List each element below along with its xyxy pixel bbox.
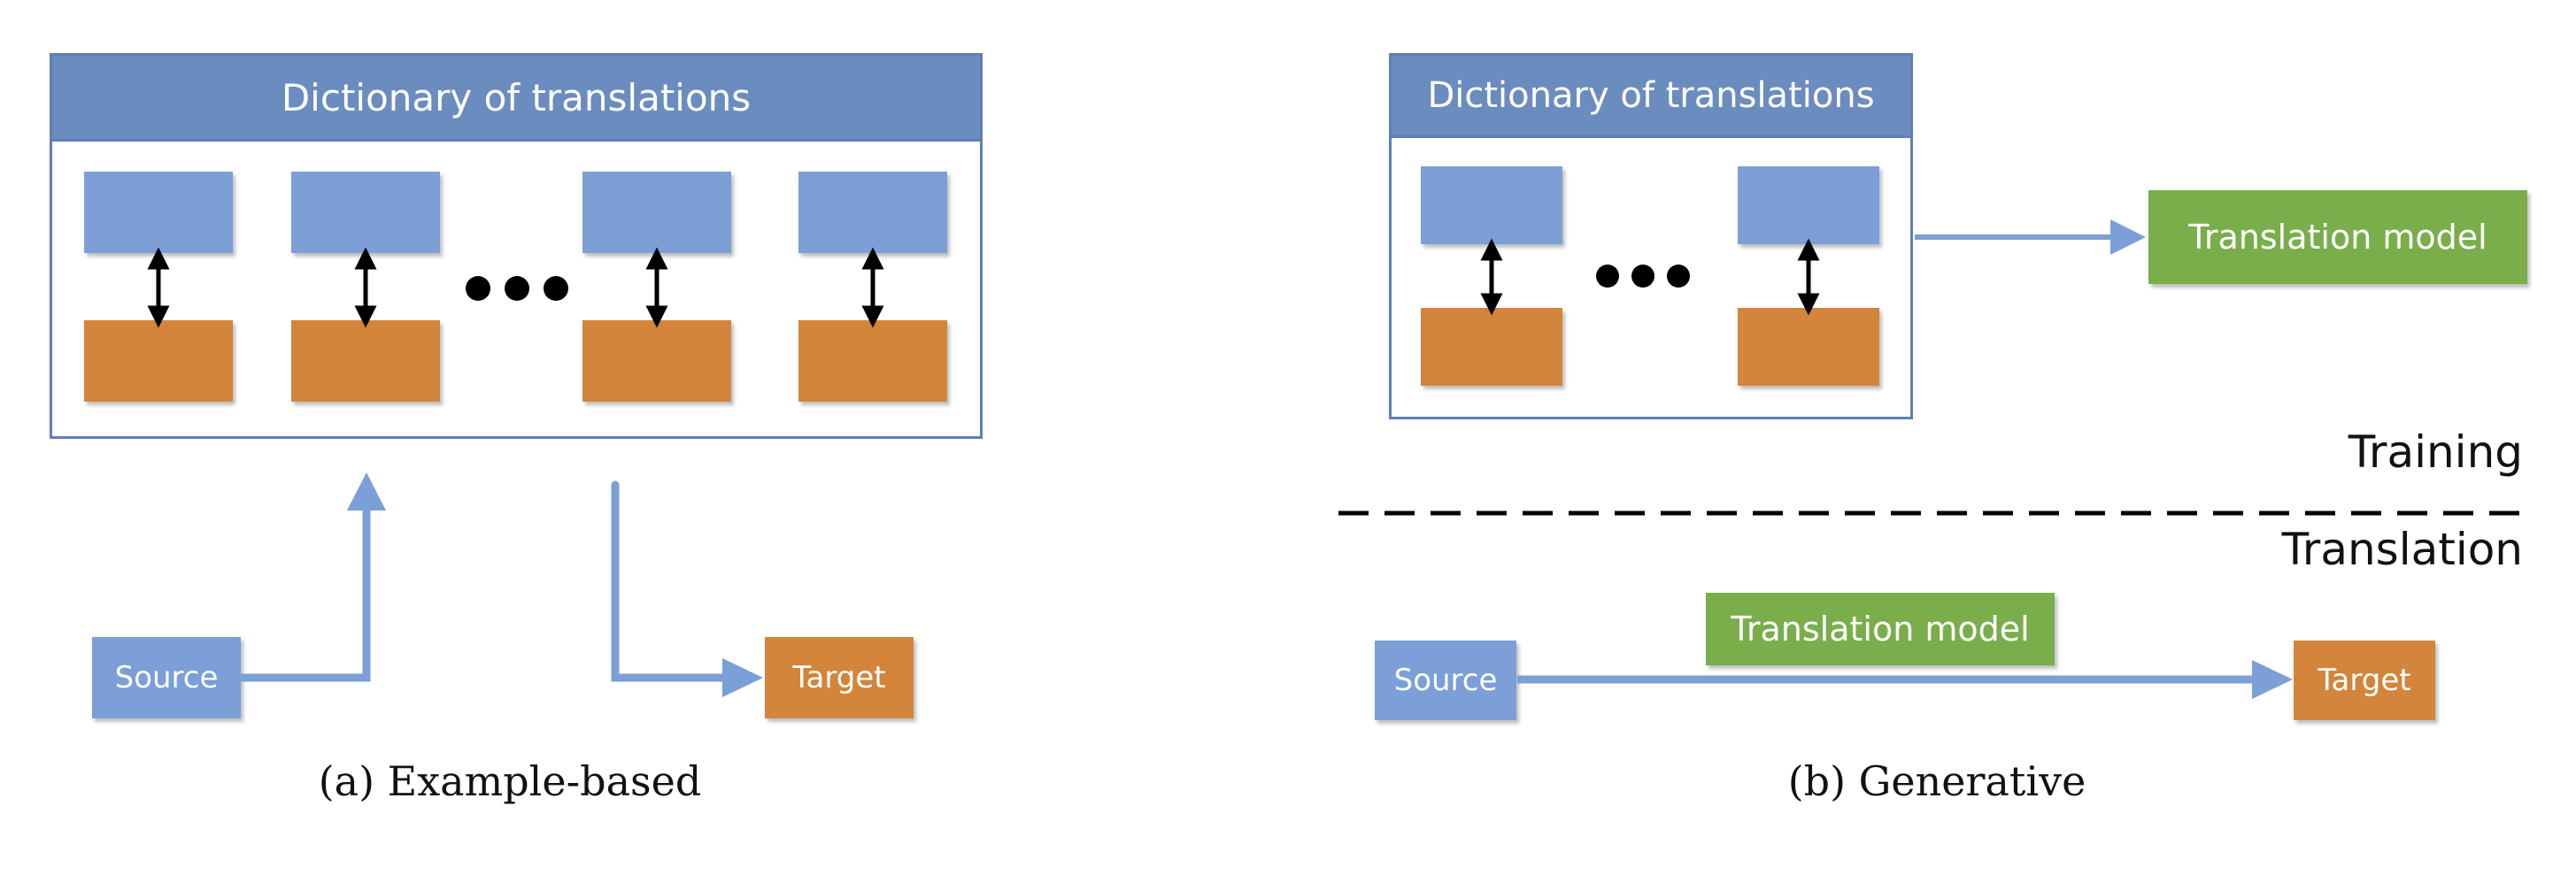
panel-a-entry-1-source [84, 172, 233, 253]
panel-a-entry-4-target [798, 320, 947, 402]
panel-b-entry-2-source [1738, 166, 1879, 244]
panel-b-caption: (b) Generative [1787, 757, 2086, 805]
panel-a-entry-4-source [798, 172, 947, 253]
panel-b-entry-1-source [1421, 166, 1562, 244]
panel-b-translation-label: Translation [2281, 524, 2523, 575]
panel-b-training-label: Training [2348, 426, 2523, 478]
panel-b-translation-arrowhead [2252, 660, 2293, 699]
panel-b-dictionary-title: Dictionary of translations [1392, 56, 1910, 138]
panel-b-training-arrowhead [2110, 219, 2146, 255]
panel-a-dictionary-title: Dictionary of translations [52, 56, 980, 142]
panel-b-entry-2-target [1738, 308, 1879, 386]
panel-b-source-box: Source [1375, 641, 1516, 720]
panel-b-target-box: Target [2294, 641, 2435, 720]
panel-b-translation-model-bottom: Translation model [1706, 593, 2055, 665]
panel-a-right-arrowhead [722, 658, 763, 697]
panel-a-caption: (a) Example-based [318, 757, 702, 805]
panel-a-entry-1-target [84, 320, 233, 402]
panel-a-entry-2-source [291, 172, 440, 253]
panel-a-entry-2-target [291, 320, 440, 402]
panel-b-bidirectional-arrows [1480, 238, 1820, 316]
panel-b-entry-1-target [1421, 308, 1562, 386]
panel-a-source-box: Source [92, 637, 241, 718]
panel-a-source-arrow [241, 506, 371, 682]
panel-a-entry-3-target [582, 320, 731, 402]
panel-a-ellipsis [466, 276, 568, 301]
panel-b-translation-model-top: Translation model [2148, 190, 2527, 284]
panel-a-target-arrow [611, 480, 730, 682]
panel-a-entry-3-source [582, 172, 731, 253]
panel-a-bidirectional-arrows [147, 247, 884, 328]
panel-a-target-box: Target [765, 637, 914, 718]
panel-a-up-arrowhead [347, 472, 386, 510]
panel-b-ellipsis [1596, 265, 1690, 288]
